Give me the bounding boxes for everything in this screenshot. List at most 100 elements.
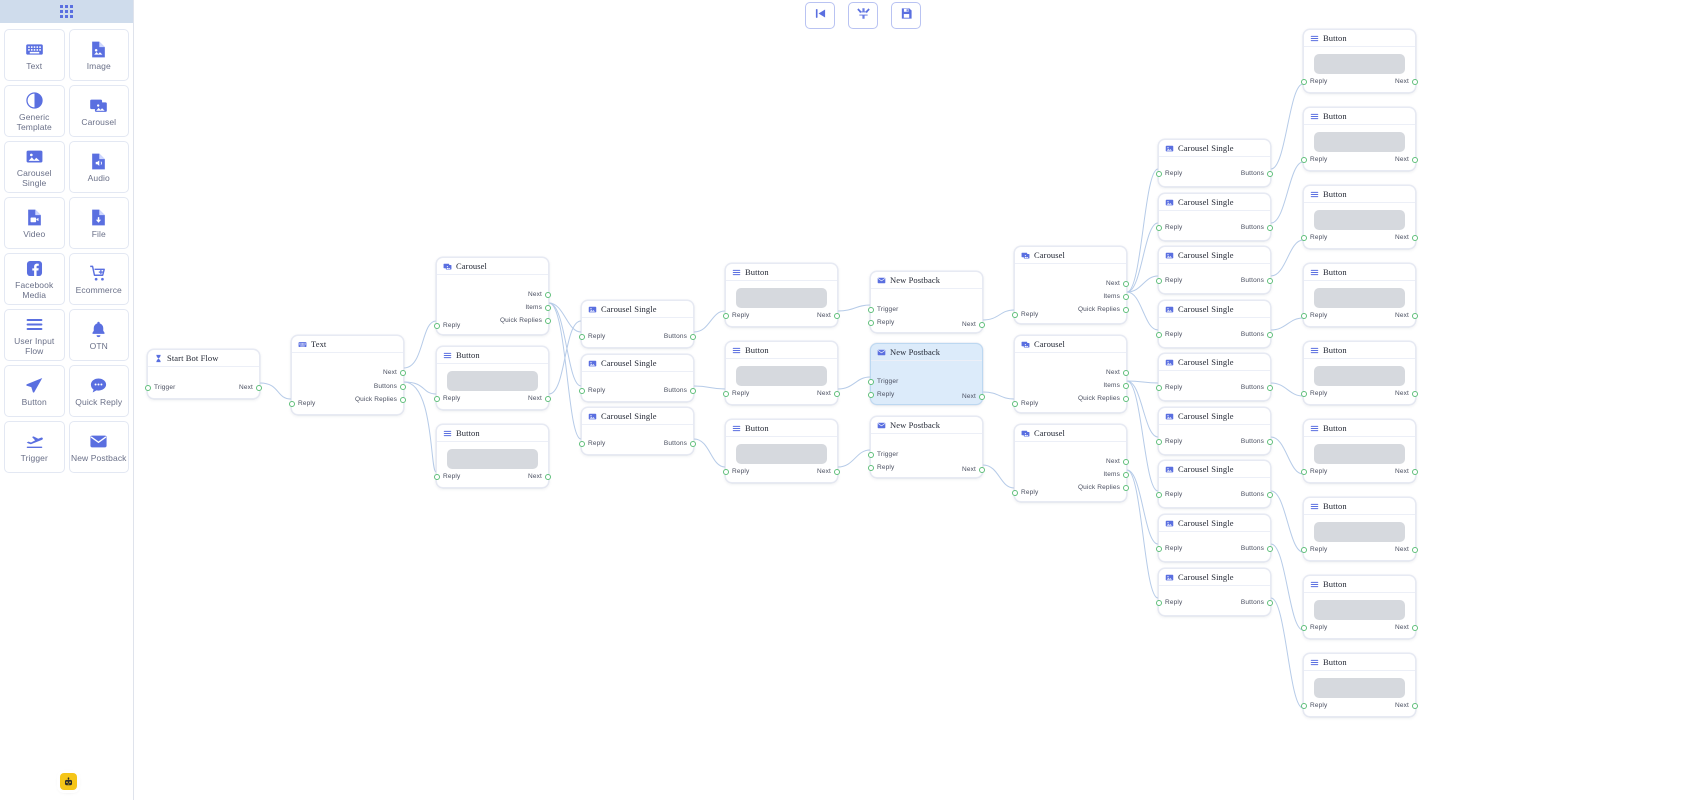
port-dot-icon[interactable] (690, 387, 696, 394)
port-out-next[interactable]: Next (1395, 624, 1418, 631)
port-dot-icon[interactable] (545, 395, 551, 402)
port-dot-icon[interactable] (1301, 234, 1307, 241)
port-dot-icon[interactable] (434, 395, 440, 402)
port-out-next[interactable]: Next (1395, 702, 1418, 709)
port-dot-icon[interactable] (1123, 458, 1129, 465)
palette-item-file[interactable]: File (68, 197, 129, 249)
port-out-buttons[interactable]: Buttons (1241, 384, 1273, 391)
port-dot-icon[interactable] (434, 322, 440, 329)
port-dot-icon[interactable] (1267, 224, 1273, 231)
port-in-trigger[interactable]: Trigger (868, 378, 898, 385)
port-out-next[interactable]: Next (1395, 156, 1418, 163)
port-out-next[interactable]: Next (1106, 369, 1129, 376)
port-in-reply[interactable]: Reply (1012, 311, 1038, 318)
port-out-next[interactable]: Next (1395, 78, 1418, 85)
port-dot-icon[interactable] (723, 312, 729, 319)
node-header[interactable]: Carousel (437, 258, 548, 275)
node-header[interactable]: Button (726, 264, 837, 281)
node-header[interactable]: Button (1304, 30, 1415, 47)
node-header[interactable]: Carousel (1015, 425, 1126, 442)
port-out-buttons[interactable]: Buttons (1241, 545, 1273, 552)
port-out-next[interactable]: Next (1395, 234, 1418, 241)
port-dot-icon[interactable] (1267, 170, 1273, 177)
port-out-items[interactable]: Items (1103, 471, 1129, 478)
port-out-buttons[interactable]: Buttons (1241, 438, 1273, 445)
port-dot-icon[interactable] (868, 319, 874, 326)
port-in-reply[interactable]: Reply (1156, 599, 1182, 606)
port-dot-icon[interactable] (256, 384, 262, 391)
port-out-buttons[interactable]: Buttons (1241, 491, 1273, 498)
palette-item-carousel[interactable]: Carousel (68, 85, 129, 137)
port-dot-icon[interactable] (1267, 277, 1273, 284)
port-dot-icon[interactable] (434, 473, 440, 480)
port-out-buttons[interactable]: Buttons (664, 387, 696, 394)
port-dot-icon[interactable] (1267, 491, 1273, 498)
step-back-button[interactable] (805, 2, 835, 29)
port-dot-icon[interactable] (979, 466, 985, 473)
port-dot-icon[interactable] (1156, 277, 1162, 284)
port-out-next[interactable]: Next (239, 384, 262, 391)
port-dot-icon[interactable] (690, 440, 696, 447)
port-in-reply[interactable]: Reply (1012, 400, 1038, 407)
port-in-reply[interactable]: Reply (723, 312, 749, 319)
port-dot-icon[interactable] (1012, 400, 1018, 407)
port-in-reply[interactable]: Reply (434, 322, 460, 329)
node-header[interactable]: Carousel Single (1159, 354, 1270, 371)
palette-item-text[interactable]: Text (4, 29, 65, 81)
port-dot-icon[interactable] (545, 291, 551, 298)
port-dot-icon[interactable] (1156, 491, 1162, 498)
port-in-reply[interactable]: Reply (1156, 438, 1182, 445)
port-in-reply[interactable]: Reply (1301, 78, 1327, 85)
port-in-reply[interactable]: Reply (1301, 702, 1327, 709)
port-in-reply[interactable]: Reply (1156, 331, 1182, 338)
node-header[interactable]: Carousel Single (582, 355, 693, 372)
port-dot-icon[interactable] (1123, 382, 1129, 389)
port-in-reply[interactable]: Reply (1301, 234, 1327, 241)
port-in-trigger[interactable]: Trigger (145, 384, 175, 391)
port-in-reply[interactable]: Reply (1156, 491, 1182, 498)
port-out-next[interactable]: Next (528, 473, 551, 480)
node-header[interactable]: Button (1304, 108, 1415, 125)
port-dot-icon[interactable] (868, 451, 874, 458)
port-dot-icon[interactable] (1156, 331, 1162, 338)
node-header[interactable]: Text (292, 336, 403, 353)
palette-item-facebook-media[interactable]: Facebook Media (4, 253, 65, 305)
port-out-next[interactable]: Next (962, 393, 985, 400)
port-in-reply[interactable]: Reply (1301, 546, 1327, 553)
port-out-buttons[interactable]: Buttons (1241, 277, 1273, 284)
port-dot-icon[interactable] (1156, 599, 1162, 606)
port-dot-icon[interactable] (400, 396, 406, 403)
port-in-reply[interactable]: Reply (1156, 545, 1182, 552)
port-out-next[interactable]: Next (1106, 458, 1129, 465)
port-out-items[interactable]: Items (1103, 382, 1129, 389)
sidebar-header[interactable] (0, 0, 133, 23)
port-in-reply[interactable]: Reply (868, 319, 894, 326)
node-header[interactable]: Button (1304, 576, 1415, 593)
port-out-next[interactable]: Next (817, 312, 840, 319)
port-out-quick-replies[interactable]: Quick Replies (1078, 395, 1129, 402)
node-header[interactable]: Carousel (1015, 247, 1126, 264)
node-header[interactable]: New Postback (871, 344, 982, 361)
port-in-reply[interactable]: Reply (434, 473, 460, 480)
port-in-reply[interactable]: Reply (1156, 277, 1182, 284)
port-dot-icon[interactable] (545, 473, 551, 480)
port-dot-icon[interactable] (1412, 312, 1418, 319)
node-header[interactable]: Button (1304, 186, 1415, 203)
port-in-reply[interactable]: Reply (723, 468, 749, 475)
